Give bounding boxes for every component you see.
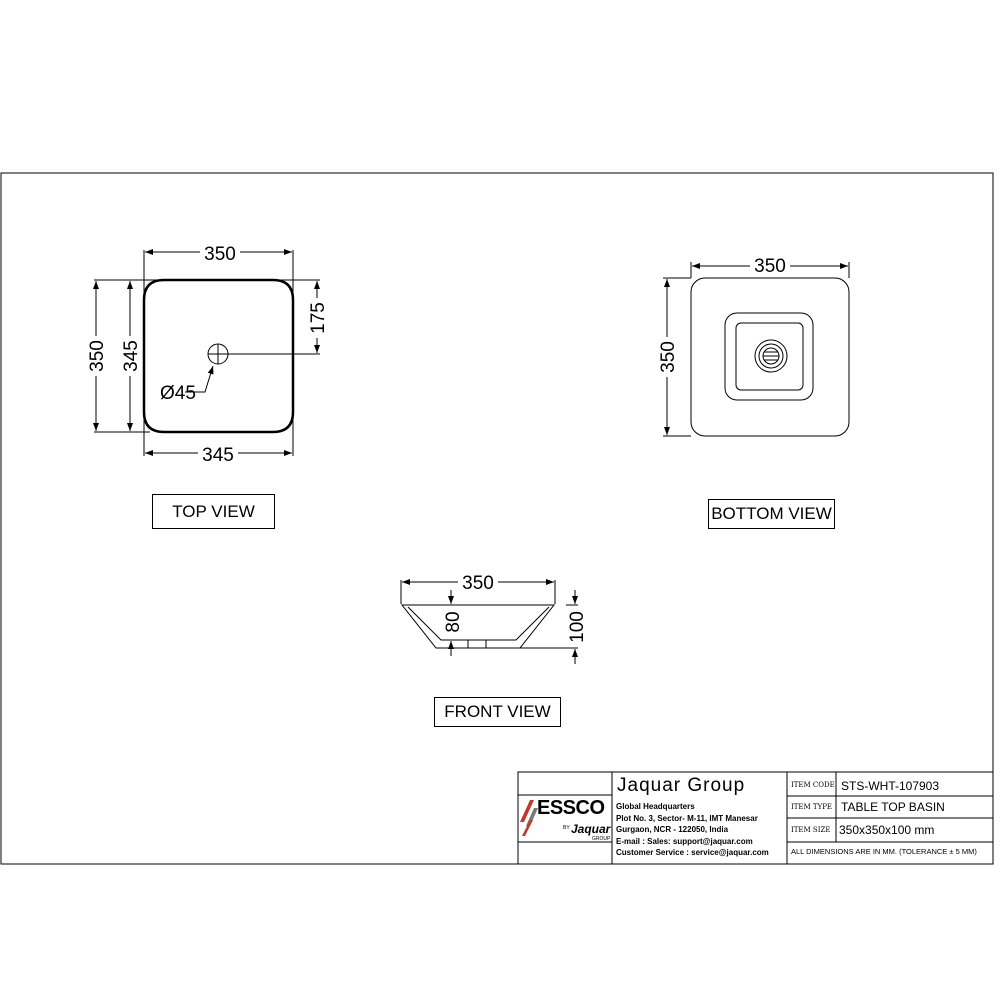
title-block-grid	[517, 771, 994, 865]
dim-bottom-view-width: 350	[754, 256, 786, 277]
logo-by: BY	[563, 825, 570, 831]
item-size-value: 350x350x100 mm	[839, 823, 935, 837]
company-name: Jaquar Group	[617, 775, 746, 796]
sheet-border	[0, 172, 994, 865]
dim-front-inner-depth: 80	[443, 611, 464, 632]
dim-bottom-view-height: 350	[658, 341, 679, 373]
dim-front-height: 100	[567, 611, 588, 643]
item-type-value: TABLE TOP BASIN	[841, 800, 945, 814]
company-address: Global Headquarters Plot No. 3, Sector- …	[616, 801, 769, 859]
top-view-drawing: 350 345 350 345 175 Ø45	[86, 238, 329, 466]
dim-hole-diameter: Ø45	[160, 383, 196, 404]
item-size-label: ITEM SIZE	[791, 826, 831, 834]
bottom-view-drawing: 350 350	[657, 254, 850, 437]
dim-outer-height: 350	[87, 340, 108, 372]
item-code-label: ITEM CODE	[791, 781, 835, 789]
essco-logo-mark	[520, 800, 534, 822]
logo-group: GROUP	[592, 836, 611, 842]
drain-fitting	[754, 339, 788, 373]
dim-inner-height: 345	[121, 340, 142, 372]
address-line: Customer Service : service@jaquar.com	[616, 848, 769, 857]
drain-outlet	[467, 639, 487, 649]
dim-bottom-width: 345	[202, 445, 234, 466]
dimensions-note: ALL DIMENSIONS ARE IN MM. (TOLERANCE ± 5…	[791, 847, 977, 856]
address-line: Global Headquarters	[616, 802, 695, 811]
address-line: E-mail : Sales: support@jaquar.com	[616, 836, 753, 846]
basin-outline	[142, 278, 295, 434]
address-line: Plot No. 3, Sector- M-11, IMT Manesar	[616, 813, 758, 823]
logo-brand: ESSCO	[537, 797, 605, 819]
logo-jaquar: Jaquar	[571, 822, 611, 836]
dim-hole-offset: 175	[308, 302, 329, 334]
front-view-drawing: 350 80 100	[400, 570, 588, 664]
item-code-value: STS-WHT-107903	[841, 779, 940, 793]
address-line: Gurgaon, NCR - 122050, India	[616, 825, 729, 834]
item-type-label: ITEM TYPE	[791, 803, 833, 811]
dim-front-width: 350	[462, 573, 494, 594]
bottom-view-label: BOTTOM VIEW	[708, 499, 835, 529]
dim-top-width: 350	[204, 244, 236, 265]
front-view-label: FRONT VIEW	[434, 697, 561, 727]
top-view-label: TOP VIEW	[152, 494, 275, 529]
